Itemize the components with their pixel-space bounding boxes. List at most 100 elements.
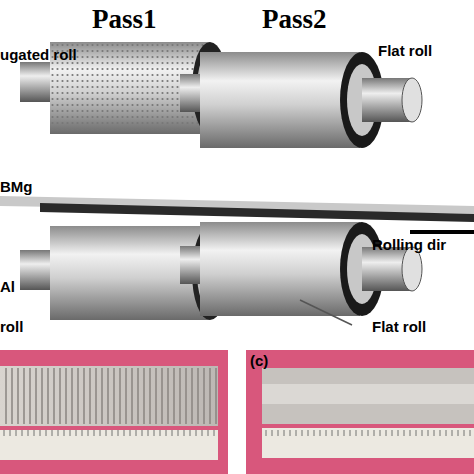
ridge-line xyxy=(167,368,169,424)
ruler-tick xyxy=(64,430,65,436)
ridge-line xyxy=(47,368,49,424)
ridge-line xyxy=(173,368,175,424)
ruler-tick xyxy=(326,430,327,436)
ridge-line xyxy=(11,368,13,424)
ruler-tick xyxy=(446,430,447,436)
ruler-tick xyxy=(76,430,77,436)
ridge-line xyxy=(77,368,79,424)
ruler-tick xyxy=(112,430,113,436)
ridge-line xyxy=(65,368,67,424)
ruler-tick xyxy=(88,430,89,436)
ruler-tick xyxy=(464,430,465,436)
ruler-tick xyxy=(142,430,143,436)
ruler-tick xyxy=(374,430,375,436)
ruler-tick xyxy=(434,430,435,436)
ridge-line xyxy=(83,368,85,424)
ruler-tick xyxy=(196,430,197,436)
ridge-line xyxy=(119,368,121,424)
ridge-line xyxy=(179,368,181,424)
ruler-tick xyxy=(214,430,215,436)
ruler-tick xyxy=(320,430,321,436)
ruler-tick xyxy=(314,430,315,436)
bmg-sheet xyxy=(40,203,474,222)
ruler-tick xyxy=(106,430,107,436)
pass-title: Pass2 xyxy=(262,4,327,35)
ruler-tick xyxy=(284,430,285,436)
ruler-tick xyxy=(40,430,41,436)
ruler-tick xyxy=(46,430,47,436)
ruler-tick xyxy=(4,430,5,436)
ruler-tick xyxy=(356,430,357,436)
direction-label: Rolling dir xyxy=(372,236,446,253)
roll-label: Flat roll xyxy=(372,318,426,335)
ruler-tick xyxy=(172,430,173,436)
ruler-tick xyxy=(94,430,95,436)
ridge-line xyxy=(17,368,19,424)
ridge-line xyxy=(185,368,187,424)
roll-label: Flat roll xyxy=(378,42,432,59)
ruler-tick xyxy=(398,430,399,436)
ridge-line xyxy=(143,368,145,424)
ruler-tick xyxy=(272,430,273,436)
ridge-line xyxy=(137,368,139,424)
ruler-tick xyxy=(154,430,155,436)
ruler-tick xyxy=(332,430,333,436)
ruler-tick xyxy=(148,430,149,436)
ruler-tick xyxy=(266,430,267,436)
ridge-line xyxy=(125,368,127,424)
ridge-line xyxy=(209,368,211,424)
ridge-line xyxy=(5,368,7,424)
ridge-line xyxy=(41,368,43,424)
pass-title: Pass1 xyxy=(92,4,157,35)
direction-arrow xyxy=(410,230,474,234)
ruler-tick xyxy=(386,430,387,436)
ruler-tick xyxy=(392,430,393,436)
ruler-tick xyxy=(52,430,53,436)
ruler-tick xyxy=(290,430,291,436)
ruler-tick xyxy=(178,430,179,436)
ridge-line xyxy=(197,368,199,424)
ruler-tick xyxy=(308,430,309,436)
ruler-tick xyxy=(130,430,131,436)
ridge-line xyxy=(23,368,25,424)
ridge-line xyxy=(59,368,61,424)
ridge-line xyxy=(95,368,97,424)
ridge-line xyxy=(71,368,73,424)
flat-roll-top xyxy=(180,52,422,148)
ruler-tick xyxy=(124,430,125,436)
ridge-line xyxy=(215,368,217,424)
ruler-tick xyxy=(208,430,209,436)
ruler-tick xyxy=(380,430,381,436)
photo-corrugated-sheet xyxy=(0,350,228,474)
ruler-tick xyxy=(404,430,405,436)
ridge-line xyxy=(155,368,157,424)
roll-label: ugated roll xyxy=(0,46,77,63)
ruler-tick xyxy=(452,430,453,436)
ridge-line xyxy=(29,368,31,424)
ruler-tick xyxy=(470,430,471,436)
ruler-tick xyxy=(34,430,35,436)
ruler-tick xyxy=(428,430,429,436)
ruler-tick xyxy=(416,430,417,436)
ruler-tick xyxy=(58,430,59,436)
ridge-line xyxy=(149,368,151,424)
ruler-tick xyxy=(10,430,11,436)
ridge-line xyxy=(89,368,91,424)
ruler-tick xyxy=(118,430,119,436)
ruler-tick xyxy=(70,430,71,436)
leader-line xyxy=(300,300,352,325)
ruler-tick xyxy=(302,430,303,436)
ruler-tick xyxy=(190,430,191,436)
ruler-tick xyxy=(278,430,279,436)
ridge-line xyxy=(53,368,55,424)
photo-flat-sheet xyxy=(246,350,474,474)
panel-label: (c) xyxy=(250,352,268,369)
ridge-line xyxy=(101,368,103,424)
sheet-label: BMg xyxy=(0,178,33,195)
ruler-tick xyxy=(166,430,167,436)
ridge-line xyxy=(113,368,115,424)
ruler-tick xyxy=(350,430,351,436)
ruler-tick xyxy=(100,430,101,436)
ridge-line xyxy=(131,368,133,424)
ruler-tick xyxy=(458,430,459,436)
